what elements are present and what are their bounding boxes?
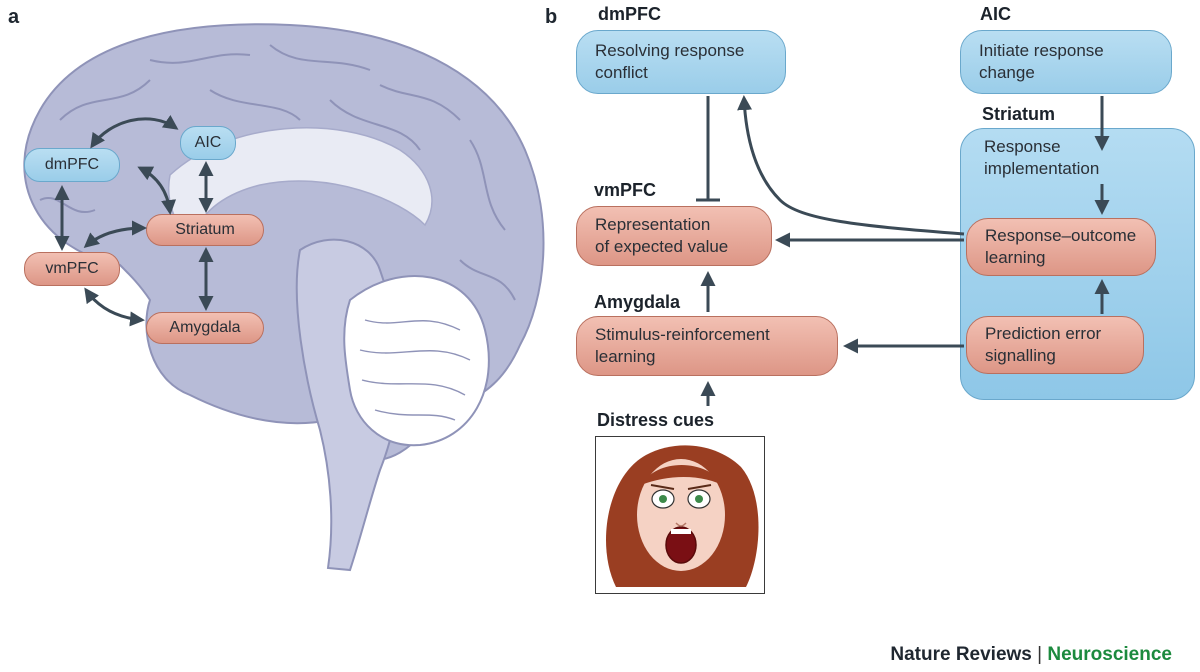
- node-a-amygdala-label: Amygdala: [169, 319, 241, 336]
- box-expected-line1: Representation: [595, 215, 711, 234]
- node-a-aic-label: AIC: [194, 134, 222, 151]
- cerebellum: [343, 275, 490, 447]
- box-resolving-line2: conflict: [595, 63, 648, 82]
- node-a-dmpfc: dmPFC: [24, 148, 120, 182]
- arrow-ro-to-conflict: [737, 95, 965, 236]
- arrow-a-dmpfc-aic: [90, 115, 179, 149]
- panel-b-arrows: [696, 95, 1110, 406]
- credit-journal: Nature Reviews: [890, 644, 1032, 665]
- box-ro-line2: learning: [985, 248, 1046, 267]
- node-a-dmpfc-label: dmPFC: [44, 156, 100, 173]
- node-a-aic: AIC: [180, 126, 236, 160]
- box-prediction-error: Prediction error signalling: [966, 316, 1144, 374]
- box-initiate-line1: Initiate response: [979, 41, 1104, 60]
- box-stimulus-line1: Stimulus-reinforcement: [595, 325, 770, 344]
- node-a-amygdala: Amygdala: [146, 312, 264, 344]
- arrow-a-dmpfc-striatum: [137, 166, 177, 215]
- box-expected-value: Representation of expected value: [576, 206, 772, 266]
- region-vmpfc: vmPFC: [594, 180, 657, 200]
- box-expected-line2: of expected value: [595, 237, 729, 256]
- credit-section: Neuroscience: [1047, 644, 1172, 665]
- node-a-vmpfc-label: vmPFC: [45, 260, 99, 277]
- node-a-striatum-label: Striatum: [175, 221, 235, 238]
- credit-separator: |: [1037, 644, 1043, 665]
- node-a-vmpfc: vmPFC: [24, 252, 120, 286]
- region-distress-cues: Distress cues: [597, 410, 715, 430]
- box-stimulus-reinforcement: Stimulus-reinforcement learning: [576, 316, 838, 376]
- box-resolving-line1: Resolving response: [595, 41, 745, 60]
- panel-b-label: b: [545, 6, 558, 28]
- arrow-a-striatum-vmpfc: [83, 220, 147, 248]
- region-striatum: Striatum: [982, 104, 1056, 124]
- text-impl-line1: Response: [984, 137, 1061, 156]
- node-a-striatum: Striatum: [146, 214, 264, 246]
- box-pred-line2: signalling: [985, 346, 1056, 365]
- box-ro-line1: Response–outcome: [985, 226, 1137, 245]
- panel-a-arrows: [54, 115, 214, 327]
- text-impl-line2: implementation: [984, 159, 1100, 178]
- arrow-a-vmpfc-amygdala: [84, 287, 145, 327]
- box-pred-line1: Prediction error: [985, 324, 1102, 343]
- distress-face-image: [595, 436, 765, 594]
- text-response-implementation: Response implementation: [984, 136, 1099, 180]
- box-response-outcome-learning: Response–outcome learning: [966, 218, 1156, 276]
- panel-a-label: a: [8, 6, 20, 28]
- journal-credit: Nature Reviews | Neuroscience: [890, 644, 1172, 666]
- box-stimulus-line2: learning: [595, 347, 656, 366]
- region-dmpfc: dmPFC: [598, 4, 661, 24]
- face-drawing: [606, 445, 759, 587]
- region-amygdala: Amygdala: [594, 292, 681, 312]
- box-initiate-change: Initiate response change: [960, 30, 1172, 94]
- box-initiate-line2: change: [979, 63, 1035, 82]
- box-resolving-conflict: Resolving response conflict: [576, 30, 786, 94]
- region-aic: AIC: [980, 4, 1011, 24]
